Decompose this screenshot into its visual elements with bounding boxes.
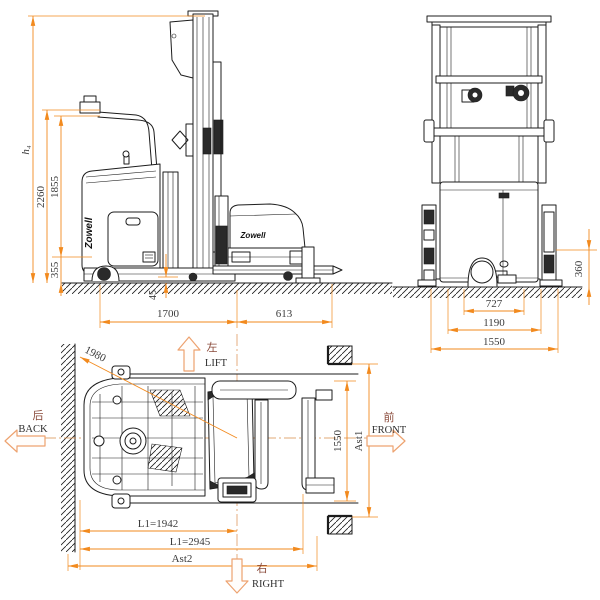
right-label-cn: 右 [257, 561, 268, 575]
front-label-cn: 前 [384, 410, 395, 424]
back-label-en: BACK [18, 424, 48, 435]
dim-ast1: Ast1 [353, 431, 365, 452]
plan-platform [207, 380, 335, 503]
dim-360: 360 [573, 260, 585, 277]
front-guard [423, 15, 555, 184]
front-body [417, 181, 563, 288]
dim-1550-front: 1550 [483, 336, 506, 348]
dim-355: 355 [49, 261, 61, 278]
side-view: Zowell Zowell [20, 10, 393, 328]
dim-727: 727 [486, 298, 503, 310]
cab-body: Zowell [81, 150, 161, 275]
front-view: 360 727 1190 1550 [392, 15, 597, 353]
dim-l1-2945: L1=2945 [170, 536, 211, 548]
direction-back: 后 BACK [4, 409, 48, 453]
dim-2260: 2260 [35, 186, 47, 209]
side-dimensions: h₄ 2260 1855 355 45 1700 613 [20, 15, 333, 328]
load-cab [229, 203, 306, 249]
back-label-cn: 后 [33, 409, 44, 422]
fork-prong-1 [254, 399, 269, 490]
direction-front: 前 FRONT [366, 410, 407, 453]
dim-1855: 1855 [49, 176, 61, 199]
stand [301, 246, 315, 282]
lift-label-cn: 左 [207, 341, 218, 354]
load-wheel [283, 271, 293, 281]
plan-view: 1980 1550 Ast1 L1=1942 L1=2945 Ast2 左 LI… [4, 334, 407, 594]
right-arrow-icon [225, 558, 249, 594]
beacon [79, 101, 101, 114]
dim-l1-1942: L1=1942 [138, 518, 178, 530]
direction-right: 右 RIGHT [225, 558, 285, 594]
fork-prong-2 [301, 397, 316, 491]
battery-door [107, 211, 159, 267]
dim-45: 45 [148, 290, 159, 300]
plan-body [83, 365, 206, 509]
right-label-en: RIGHT [252, 579, 285, 590]
wall-hatch [61, 344, 75, 552]
dim-h4: h₄ [20, 145, 32, 155]
front-wheel [97, 267, 111, 281]
front-dimensions: 360 727 1190 1550 [430, 229, 597, 353]
direction-lift: 左 LIFT [177, 336, 228, 372]
dim-1700: 1700 [157, 308, 180, 320]
ground-hatch-side [62, 283, 392, 294]
back-arrow-icon [4, 429, 46, 453]
overhead-guard [79, 95, 158, 171]
fork-platform: Zowell [212, 195, 343, 284]
dim-613: 613 [276, 308, 293, 320]
rating-plate [142, 251, 156, 263]
chassis [83, 265, 236, 282]
plan-dimensions: 1980 1550 Ast1 L1=1942 L1=2945 Ast2 [67, 344, 378, 571]
front-arrow-icon [366, 429, 406, 453]
mast-support [162, 171, 179, 279]
lift-label-en: LIFT [205, 358, 228, 369]
front-label-en: FRONT [372, 425, 407, 436]
brand-logo-side: Zowell [84, 217, 95, 249]
dim-1190: 1190 [483, 317, 505, 329]
lift-arrow-icon [177, 336, 201, 372]
brand-logo-platform: Zowell [240, 231, 267, 240]
ground-hatch-front [393, 287, 582, 298]
mast [169, 10, 224, 279]
corner-block-top [326, 345, 353, 366]
mid-roller [188, 272, 198, 282]
dim-1550-plan: 1550 [332, 430, 344, 453]
corner-block-bottom [326, 514, 353, 535]
dim-1980: 1980 [83, 344, 108, 365]
drive-wheel [470, 260, 494, 284]
dim-ast2: Ast2 [172, 553, 193, 565]
